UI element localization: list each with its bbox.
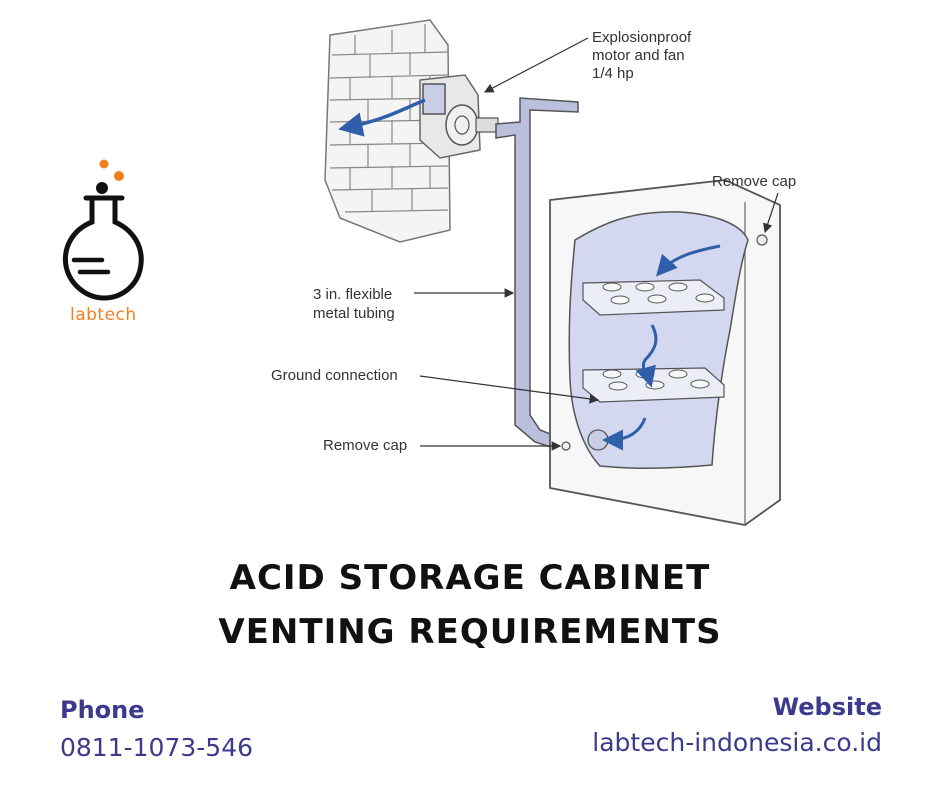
brick-wall bbox=[324, 19, 451, 243]
motor-label-1: Explosionproof bbox=[592, 29, 692, 46]
diagram-labels: Explosionproof motor and fan 1/4 hp Remo… bbox=[271, 29, 796, 454]
tubing-label-2: metal tubing bbox=[313, 305, 395, 322]
website-url: labtech-indonesia.co.id bbox=[592, 728, 882, 757]
remove-cap-bottom-label: Remove cap bbox=[323, 437, 407, 454]
motor-icon bbox=[445, 104, 479, 146]
motor-label-2: motor and fan bbox=[592, 47, 685, 64]
phone-number: 0811-1073-546 bbox=[60, 733, 254, 762]
logo-dot-1 bbox=[99, 159, 109, 169]
fan-housing bbox=[338, 74, 499, 159]
remove-cap-top-label: Remove cap bbox=[712, 173, 796, 190]
page-title-line-2: VENTING REQUIREMENTS bbox=[218, 612, 722, 652]
tubing-label-1: 3 in. flexible bbox=[313, 286, 392, 303]
logo-text: labtech bbox=[70, 305, 137, 325]
flexible-tubing bbox=[495, 97, 579, 454]
airflow-arrow-icon bbox=[338, 98, 426, 137]
logo-dot-2 bbox=[114, 171, 124, 181]
ground-label: Ground connection bbox=[271, 367, 398, 384]
labtech-logo: labtech bbox=[62, 159, 144, 325]
motor-label-3: 1/4 hp bbox=[592, 65, 634, 82]
website-label: Website bbox=[772, 693, 882, 721]
flask-icon bbox=[62, 195, 144, 301]
logo-dot-3 bbox=[96, 182, 108, 194]
bottom-cap-icon bbox=[561, 441, 571, 451]
cap-icon bbox=[756, 234, 768, 246]
page-title-line-1: ACID STORAGE CABINET bbox=[229, 558, 711, 598]
venting-diagram: labtech bbox=[62, 19, 796, 526]
phone-label: Phone bbox=[60, 696, 145, 724]
cabinet bbox=[549, 179, 781, 526]
